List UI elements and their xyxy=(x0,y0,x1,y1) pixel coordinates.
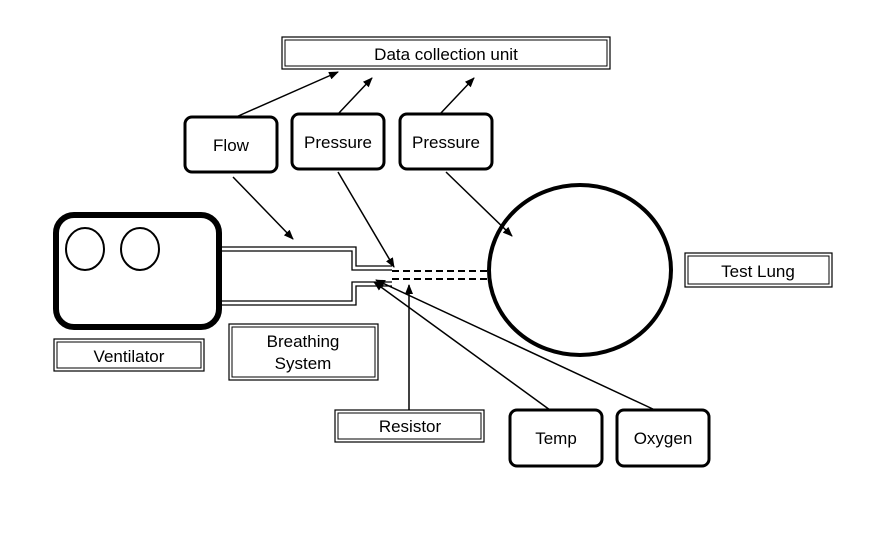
breathing-system-label-box: Breathing System xyxy=(228,323,379,381)
ventilator-knob-left xyxy=(65,227,105,271)
resistor-label-box: Resistor xyxy=(334,409,485,443)
resistor-label: Resistor xyxy=(379,417,442,436)
pressure-sensor-box-1: Pressure xyxy=(290,112,386,171)
oxygen-sensor-box: Oxygen xyxy=(615,408,711,468)
temp-label: Temp xyxy=(535,429,577,448)
test-lung-circle xyxy=(487,183,673,357)
arrow-flow-to-tubing xyxy=(232,176,294,240)
pressure-label-2: Pressure xyxy=(412,133,480,152)
data-collection-unit-box: Data collection unit xyxy=(281,36,611,70)
flow-label: Flow xyxy=(213,136,250,155)
dashed-connection xyxy=(392,270,490,280)
arrow-pressure2-to-data-unit xyxy=(439,77,475,115)
breathing-system-tubing xyxy=(222,246,392,306)
arrow-pressure1-to-connector xyxy=(337,171,395,268)
ventilator-label: Ventilator xyxy=(94,347,165,366)
temp-sensor-box: Temp xyxy=(508,408,604,468)
oxygen-label: Oxygen xyxy=(634,429,693,448)
ventilator-label-box: Ventilator xyxy=(53,338,205,372)
breathing-system-label-line2: System xyxy=(275,354,332,373)
ventilator-knob-right xyxy=(120,227,160,271)
flow-sensor-box: Flow xyxy=(183,115,279,174)
arrow-pressure2-to-lung xyxy=(445,171,513,237)
pressure-sensor-box-2: Pressure xyxy=(398,112,494,171)
ventilator-unit xyxy=(53,212,222,330)
test-lung-label-box: Test Lung xyxy=(684,252,833,288)
arrow-temp-to-connector xyxy=(373,281,551,411)
arrow-pressure1-to-data-unit xyxy=(337,77,373,115)
breathing-system-label-line1: Breathing xyxy=(267,332,340,351)
arrow-oxygen-to-connector xyxy=(375,279,656,411)
pressure-label-1: Pressure xyxy=(304,133,372,152)
data-collection-unit-label: Data collection unit xyxy=(374,45,518,64)
test-lung-label: Test Lung xyxy=(721,262,795,281)
arrow-flow-to-data-unit xyxy=(235,71,339,118)
